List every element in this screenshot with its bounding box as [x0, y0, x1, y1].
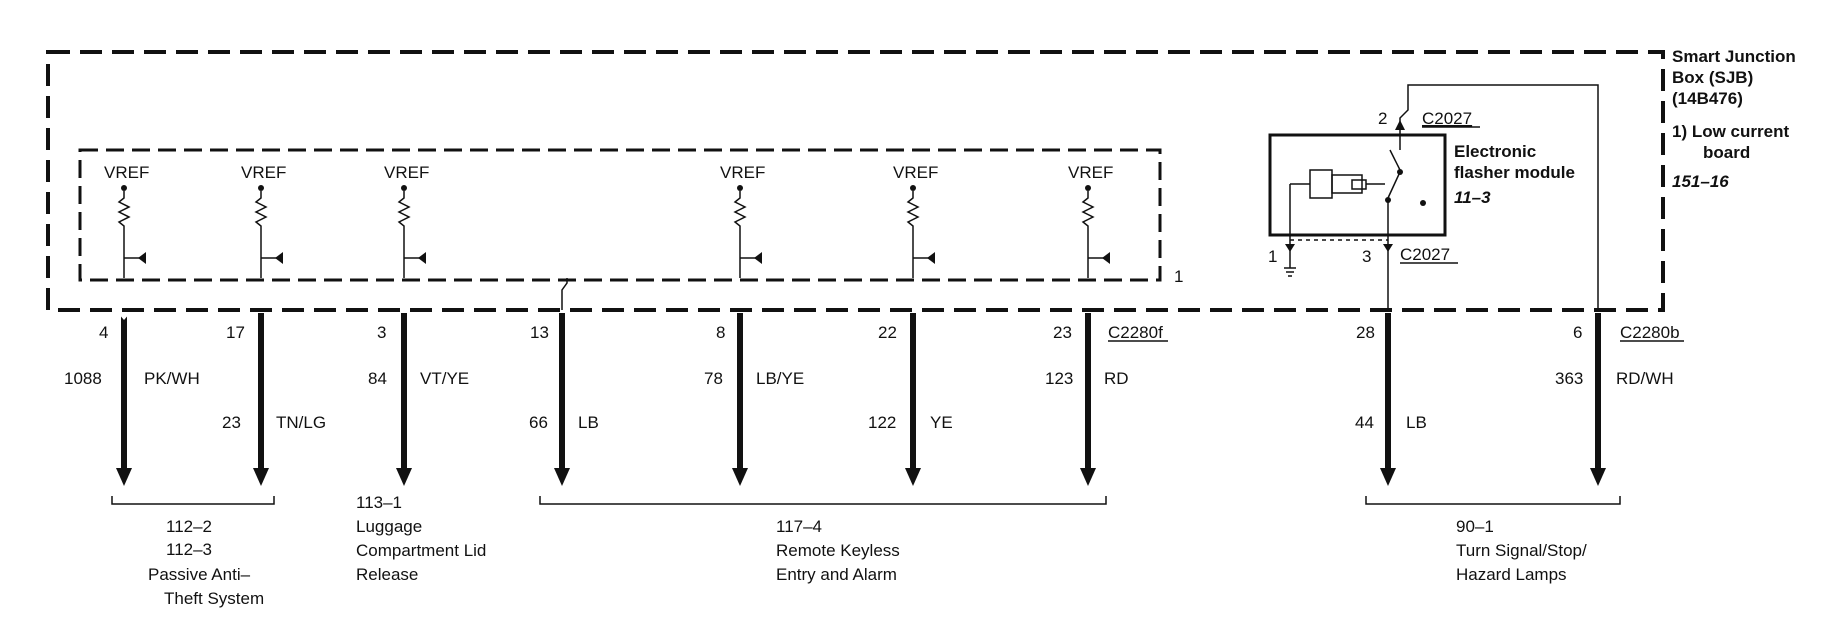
flasher-ref: 11–3 — [1454, 188, 1491, 207]
pin-label: 22 — [878, 323, 897, 342]
dest-ref: 90–1 — [1456, 517, 1494, 536]
vref-label: VREF — [720, 163, 765, 182]
connector-c2280b: C2280b — [1620, 323, 1680, 342]
vref-circuit-2: VREF — [241, 163, 286, 278]
circuit-number: 44 — [1355, 413, 1374, 432]
flasher-top-connector: C2027 — [1422, 109, 1472, 128]
vref-label: VREF — [241, 163, 286, 182]
vref-label: VREF — [893, 163, 938, 182]
circuit-number: 122 — [868, 413, 896, 432]
circuit-number: 84 — [368, 369, 387, 388]
dest-name: Entry and Alarm — [776, 565, 897, 584]
wire-color: VT/YE — [420, 369, 469, 388]
wire-color: TN/LG — [276, 413, 326, 432]
circuit-number: 1088 — [64, 369, 102, 388]
pin-label: 28 — [1356, 323, 1375, 342]
vref-circuit-6: VREF — [1068, 163, 1113, 278]
pin-label: 3 — [377, 323, 386, 342]
dest-name: Luggage — [356, 517, 422, 536]
dest-name: Theft System — [164, 589, 264, 608]
wire-color: RD/WH — [1616, 369, 1674, 388]
flasher-module — [1268, 133, 1447, 241]
flasher-bottom-connector: C2027 — [1400, 245, 1450, 264]
vref-label: VREF — [384, 163, 429, 182]
sjb-note-line1: 1) Low current — [1672, 122, 1789, 141]
flasher-bottom-pin-right: 3 — [1362, 247, 1371, 266]
wire-color: LB/YE — [756, 369, 804, 388]
wire-color: LB — [1406, 413, 1427, 432]
vref-label: VREF — [104, 163, 149, 182]
flasher-label-line1: Electronic — [1454, 142, 1536, 161]
pin-label: 4 — [99, 323, 108, 342]
board-marker: 1 — [1174, 267, 1183, 286]
dest-name: Hazard Lamps — [1456, 565, 1567, 584]
pin-label: 8 — [716, 323, 725, 342]
wire-color: YE — [930, 413, 953, 432]
circuit-number: 123 — [1045, 369, 1073, 388]
pin-label: 6 — [1573, 323, 1582, 342]
vref-circuit-1: VREF — [104, 163, 149, 278]
dest-name: Remote Keyless — [776, 541, 900, 560]
destination-passive-anti-theft: 112–2 112–3 Passive Anti– Theft System — [148, 517, 264, 608]
vref-circuit-4: VREF — [720, 163, 765, 278]
destination-remote-keyless: 117–4 Remote Keyless Entry and Alarm — [776, 517, 900, 584]
circuit-number: 66 — [529, 413, 548, 432]
vref-circuit-5: VREF — [893, 163, 938, 278]
flasher-top-pin: 2 — [1378, 109, 1387, 128]
circuit-number: 23 — [222, 413, 241, 432]
destination-brackets — [111, 496, 1621, 505]
vref-label: VREF — [1068, 163, 1113, 182]
wire-color: LB — [578, 413, 599, 432]
dest-name: Passive Anti– — [148, 565, 251, 584]
pin-label: 23 — [1053, 323, 1072, 342]
dest-ref: 112–2 — [166, 517, 212, 536]
circuit-number: 78 — [704, 369, 723, 388]
low-current-board-boundary — [78, 148, 1162, 282]
sjb-title-line1: Smart Junction — [1672, 47, 1796, 66]
flasher-label-line2: flasher module — [1454, 163, 1575, 182]
dest-ref: 112–3 — [166, 540, 212, 559]
wire-color: PK/WH — [144, 369, 200, 388]
sjb-note-line2: board — [1703, 143, 1750, 162]
wire-color: RD — [1104, 369, 1129, 388]
circuit-number: 363 — [1555, 369, 1583, 388]
pin13-branch — [561, 278, 568, 310]
thick-wires — [116, 313, 1606, 486]
sjb-ref: 151–16 — [1672, 172, 1729, 191]
flasher-bottom-pin-left: 1 — [1268, 247, 1277, 266]
dest-name: Release — [356, 565, 418, 584]
destination-luggage-lid: 113–1 Luggage Compartment Lid Release — [356, 493, 486, 584]
sjb-title-line2: Box (SJB) — [1672, 68, 1753, 87]
dest-ref: 117–4 — [776, 517, 822, 536]
dest-name: Compartment Lid — [356, 541, 486, 560]
dest-ref: 113–1 — [356, 493, 402, 512]
pin-label: 17 — [226, 323, 245, 342]
destination-turn-signal: 90–1 Turn Signal/Stop/ Hazard Lamps — [1456, 517, 1587, 584]
dest-name: Turn Signal/Stop/ — [1456, 541, 1587, 560]
vref-circuit-3: VREF — [384, 163, 429, 278]
pin-label: 13 — [530, 323, 549, 342]
connector-c2280f: C2280f — [1108, 323, 1163, 342]
sjb-title-line3: (14B476) — [1672, 89, 1743, 108]
sjb-boundary — [46, 50, 1665, 312]
